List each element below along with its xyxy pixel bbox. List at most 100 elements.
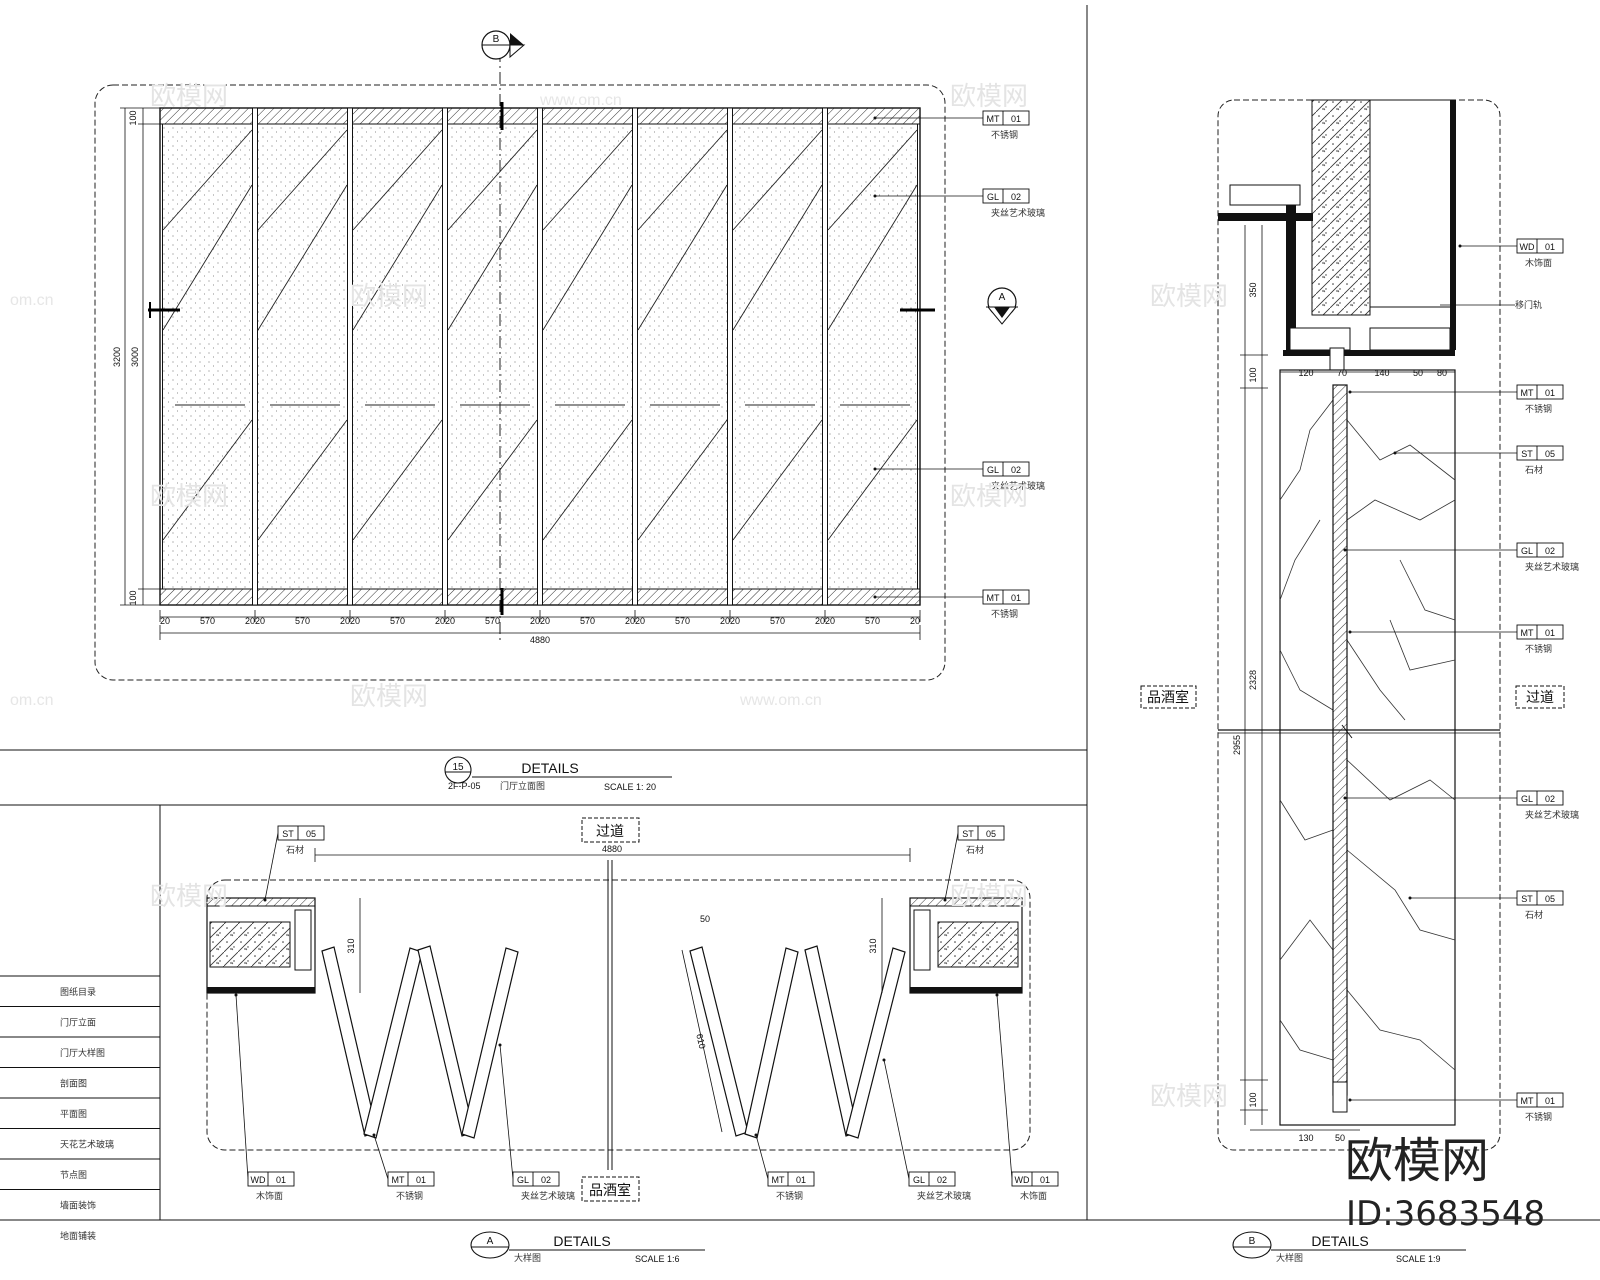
dim-b-70: 70 <box>1337 368 1347 378</box>
detail-mark-b: B <box>1249 1236 1256 1247</box>
material-desc: 不锈钢 <box>1525 1111 1552 1122</box>
sheet-frame <box>0 5 1600 1221</box>
glass-panel <box>637 123 728 590</box>
section-mark-a: A <box>986 287 1018 325</box>
dim-edge: 20 <box>540 616 550 626</box>
glass-reflection <box>352 129 443 231</box>
material-number: 02 <box>1011 465 1021 475</box>
material-desc: 夹丝艺术玻璃 <box>1525 561 1579 572</box>
index-row-label: 平面图 <box>60 1109 87 1119</box>
dim-a-total: 4880 <box>602 844 622 854</box>
material-number: 02 <box>541 1175 551 1185</box>
dim-b-140: 140 <box>1374 368 1389 378</box>
mullion <box>442 107 448 606</box>
dim-b-120: 120 <box>1298 368 1313 378</box>
dim-total-height: 3200 <box>112 347 122 367</box>
watermark-brand: 欧模网 <box>1150 1082 1228 1112</box>
section-mark-a-label: A <box>999 292 1006 303</box>
material-tag <box>1516 624 1564 640</box>
room-label-right-b: 过道 <box>1515 685 1565 709</box>
mullion <box>347 107 353 606</box>
dim-a-310-left: 310 <box>346 938 356 953</box>
material-code: ST <box>1521 894 1533 904</box>
material-number: 02 <box>1545 794 1555 804</box>
resource-id: ID:3683548 <box>1346 1194 1545 1234</box>
horizontal-dims-b-top: 120 70 140 50 80 <box>1280 368 1455 378</box>
material-code: GL <box>987 465 999 475</box>
title-details-a: DETAILS <box>553 1233 610 1249</box>
material-number: 05 <box>986 829 996 839</box>
material-code: MT <box>1521 388 1534 398</box>
ceiling-structure <box>1218 99 1456 384</box>
watermark-brand: 欧模网 <box>1150 282 1228 312</box>
marble-vein <box>1346 639 1406 721</box>
dim-total-width: 4880 <box>530 635 550 645</box>
material-number: 05 <box>1545 894 1555 904</box>
material-number: 01 <box>1545 628 1555 638</box>
title-details-b: DETAILS <box>1311 1233 1368 1249</box>
material-tag <box>247 1171 295 1187</box>
material-tag <box>512 1171 560 1187</box>
material-code: MT <box>987 593 1000 603</box>
material-number: 02 <box>1545 546 1555 556</box>
dim-b-100-bottom: 100 <box>1248 1092 1258 1107</box>
dim-edge: 20 <box>815 616 825 626</box>
vertical-dims-b <box>1240 225 1268 1125</box>
dim-panel: 570 <box>675 616 690 626</box>
material-desc: 不锈钢 <box>1525 643 1552 654</box>
glass-panel <box>162 123 253 590</box>
mullion <box>727 107 733 606</box>
watermark-brand: 欧模网 <box>150 482 228 512</box>
title-details-15: DETAILS <box>521 760 578 776</box>
material-code: MT <box>772 1175 785 1185</box>
material-code: GL <box>987 192 999 202</box>
marble-vein <box>1279 919 1334 961</box>
title-block-b: B DETAILS 大样图 SCALE 1:9 <box>1232 1231 1466 1264</box>
room-wine-tasting-b: 品酒室 <box>1147 689 1189 705</box>
panel-b-section: 350 100 2328 2955 100 120 70 140 50 80 1… <box>1140 99 1579 1264</box>
material-desc: 木饰面 <box>256 1190 283 1201</box>
scale-15: SCALE 1: 20 <box>604 782 656 792</box>
material-code: MT <box>392 1175 405 1185</box>
material-tag <box>982 589 1030 605</box>
wall-right <box>909 897 1023 994</box>
sheet-ref: 2F-P-05 <box>448 781 481 791</box>
glass-reflection <box>637 129 728 231</box>
mullion <box>632 107 638 606</box>
dim-a-50: 50 <box>700 914 710 924</box>
dim-top-rail: 100 <box>128 110 138 125</box>
material-number: 01 <box>1011 593 1021 603</box>
vertical-dimensions <box>120 107 160 606</box>
marble-vein <box>1279 799 1334 841</box>
material-tag <box>957 825 1005 841</box>
glass-panels <box>162 107 918 606</box>
material-tag <box>1516 890 1564 906</box>
material-desc: 夹丝艺术玻璃 <box>991 207 1045 218</box>
room-corridor-a: 过道 <box>596 823 624 839</box>
dim-bottom-rail: 100 <box>128 590 138 605</box>
watermark-url: www.om.cn <box>739 692 822 709</box>
material-tag <box>982 188 1030 204</box>
material-number: 01 <box>1545 388 1555 398</box>
material-tag <box>1516 384 1564 400</box>
dim-panel: 570 <box>200 616 215 626</box>
material-desc: 石材 <box>1525 909 1543 920</box>
glass-panel <box>352 123 443 590</box>
material-desc: 夹丝艺术玻璃 <box>521 1190 575 1201</box>
material-number: 02 <box>937 1175 947 1185</box>
dim-b-2955: 2955 <box>1232 735 1242 755</box>
marble-vein <box>1346 849 1456 941</box>
dim-edge: 20 <box>635 616 645 626</box>
index-row-label: 天花艺术玻璃 <box>60 1139 114 1150</box>
marble-vein <box>1389 619 1456 671</box>
watermark-brand: 欧模网 <box>150 882 228 912</box>
dim-edge: 20 <box>625 616 635 626</box>
material-desc: 不锈钢 <box>776 1190 803 1201</box>
mullion <box>252 107 258 606</box>
material-code: GL <box>517 1175 529 1185</box>
dim-panel: 570 <box>295 616 310 626</box>
stone-wall <box>1279 369 1456 1126</box>
